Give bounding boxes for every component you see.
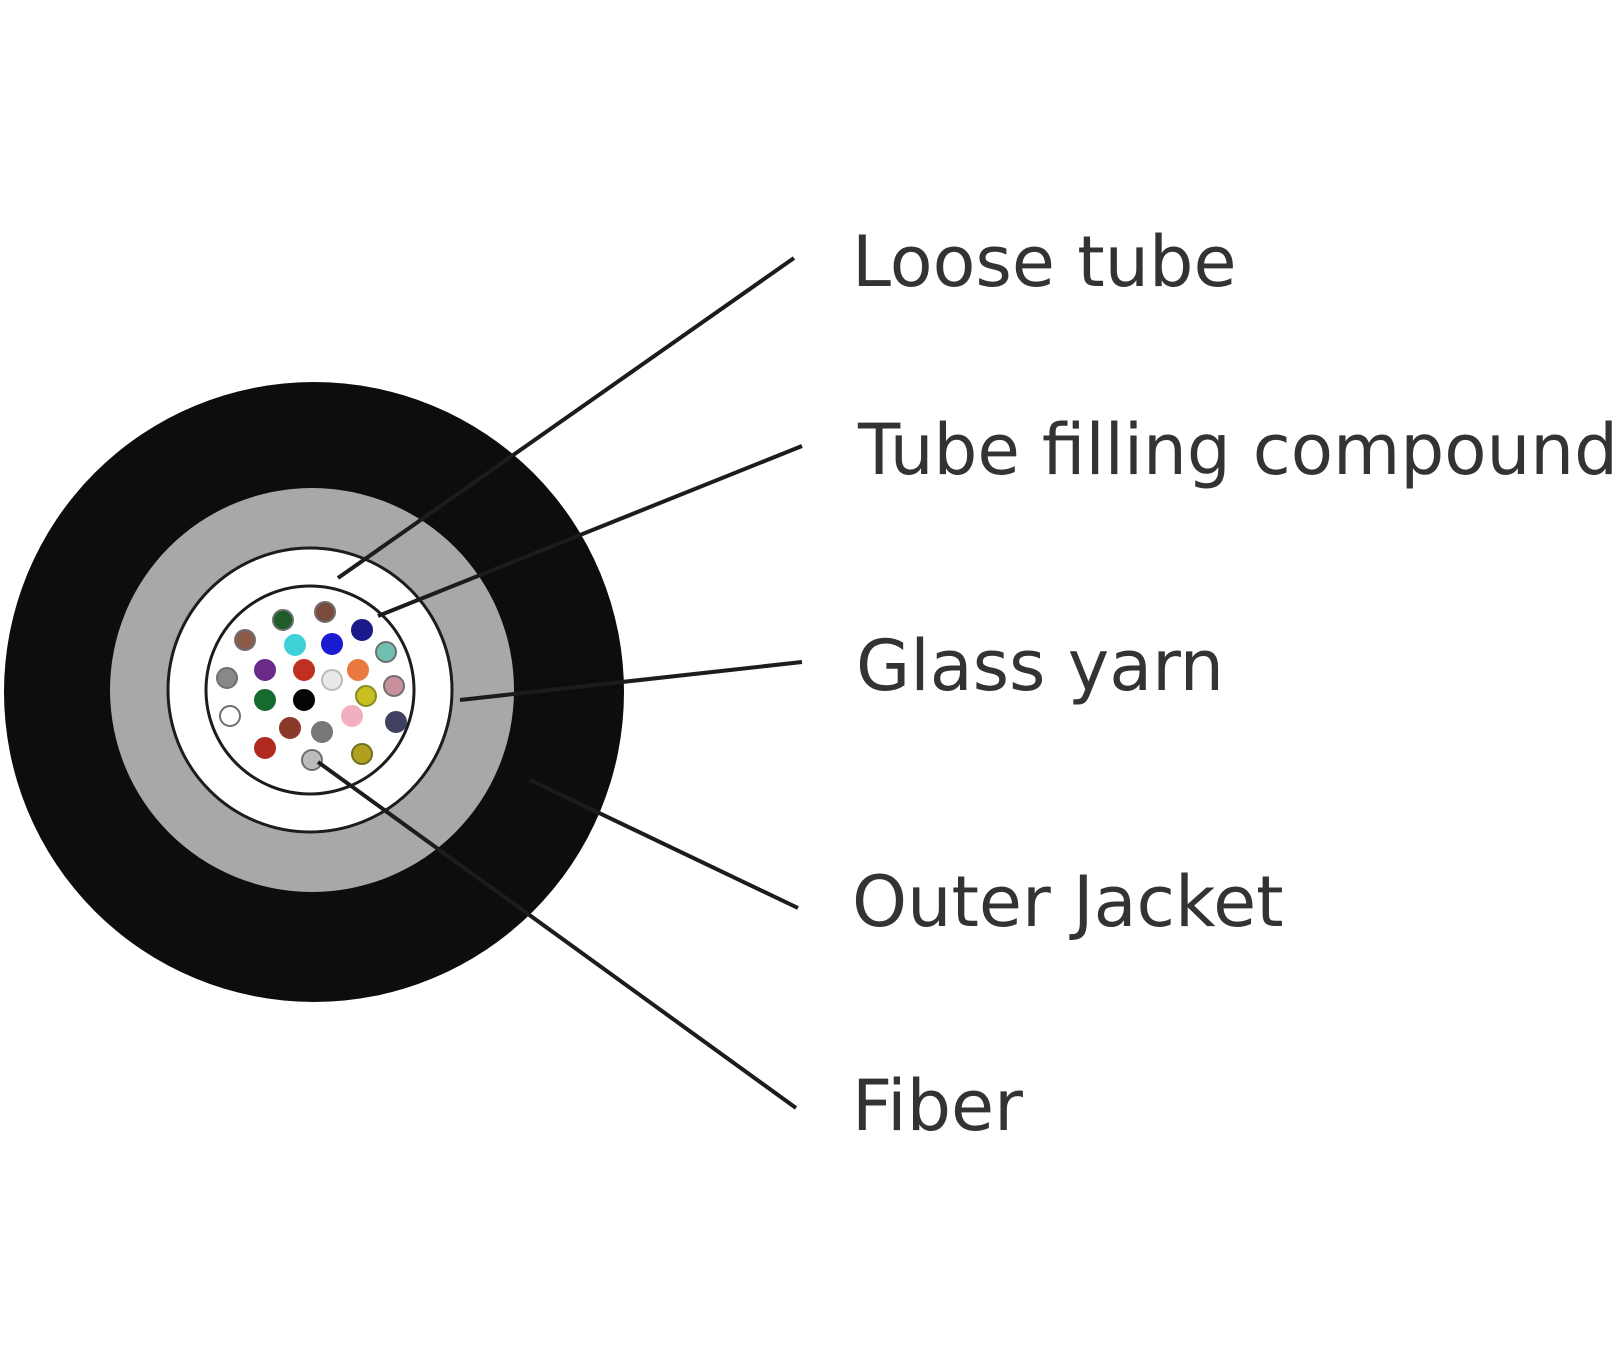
label-glass-yarn: Glass yarn (856, 625, 1224, 707)
label-outer-jacket: Outer Jacket (852, 861, 1284, 943)
leader-lines (316, 256, 803, 1110)
label-fiber: Fiber (852, 1065, 1023, 1147)
fiber-2 (314, 601, 336, 623)
fiber-7 (375, 641, 397, 663)
fiber-23 (351, 743, 373, 765)
fiber-1 (272, 609, 294, 631)
fiber-18 (219, 705, 241, 727)
leader-line-outer-jacket (529, 778, 799, 910)
fiber-16 (355, 685, 377, 707)
leader-line-fiber (316, 760, 798, 1110)
fiber-22 (254, 737, 276, 759)
fiber-5 (284, 634, 306, 656)
fiber-15 (321, 669, 343, 691)
fiber-21 (385, 711, 407, 733)
fiber-bundle (216, 601, 407, 771)
label-tube-filling-compound: Tube filling compound (857, 409, 1618, 491)
fiber-3 (234, 629, 256, 651)
callout-labels: Loose tube Tube filling compound Glass y… (852, 221, 1618, 1147)
cable-cross-section (4, 382, 624, 1002)
fiber-24 (301, 749, 323, 771)
fiber-12 (216, 667, 238, 689)
fiber-11 (383, 675, 405, 697)
leader-line-tube-filling-compound (377, 444, 803, 618)
leader-line-loose-tube (336, 256, 796, 580)
fiber-17 (341, 705, 363, 727)
fiber-6 (321, 633, 343, 655)
fiber-4 (351, 619, 373, 641)
leader-line-glass-yarn (459, 660, 803, 702)
fiber-20 (311, 721, 333, 743)
label-loose-tube: Loose tube (852, 221, 1237, 303)
fiber-10 (347, 659, 369, 681)
fiber-19 (279, 717, 301, 739)
fiber-13 (254, 689, 276, 711)
fiber-14 (293, 689, 315, 711)
fiber-9 (293, 659, 315, 681)
fiber-8 (254, 659, 276, 681)
